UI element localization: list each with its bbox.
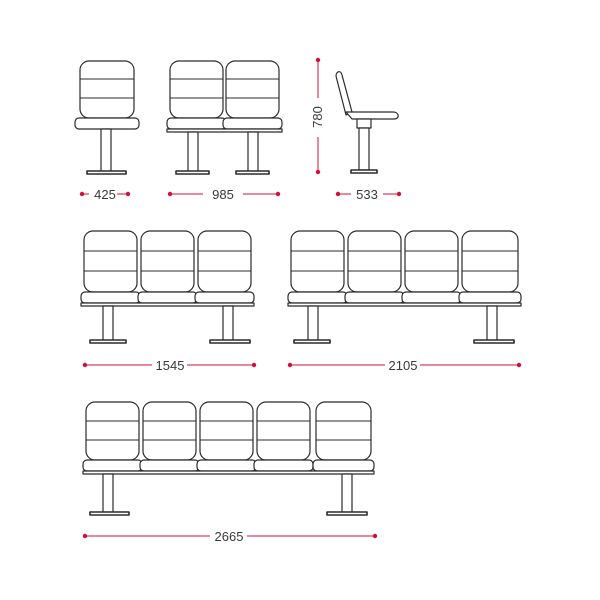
dimension-label: 1545 bbox=[156, 358, 185, 373]
dimension-425: 425 bbox=[79, 187, 131, 202]
single-seat-view bbox=[74, 60, 140, 175]
seat-back-2 bbox=[347, 230, 402, 293]
seat-back-4 bbox=[256, 401, 311, 461]
dimension-label: 425 bbox=[94, 187, 116, 202]
side-foot bbox=[350, 169, 378, 174]
seat-cushion-4 bbox=[253, 459, 314, 472]
dimension-2105: 2105 bbox=[287, 358, 522, 373]
dimension-2665: 2665 bbox=[82, 529, 378, 544]
seat-cushion-1 bbox=[80, 291, 141, 304]
bench-beam bbox=[82, 470, 375, 475]
seat-cushion-3 bbox=[196, 459, 257, 472]
bench-leg-left bbox=[102, 473, 114, 514]
seat-cushion-1 bbox=[166, 117, 227, 130]
dimension-label: 985 bbox=[212, 187, 234, 202]
seat-cushion-4 bbox=[458, 291, 522, 304]
seat-back-2 bbox=[140, 230, 195, 293]
bench-foot-left bbox=[293, 339, 331, 344]
seat-back-1 bbox=[169, 60, 224, 119]
triple-seat-view bbox=[80, 230, 255, 344]
bench-foot-right bbox=[326, 511, 368, 516]
seat-leg bbox=[100, 128, 112, 173]
bench-foot-right bbox=[473, 339, 515, 344]
bench-beam bbox=[287, 302, 522, 307]
seat-cushion-1 bbox=[287, 291, 348, 304]
bench-beam bbox=[80, 302, 255, 307]
bench-leg-right bbox=[222, 305, 234, 342]
seat-cushion-3 bbox=[401, 291, 462, 304]
dimension-label: 780 bbox=[310, 106, 325, 128]
bench-beam bbox=[166, 128, 283, 133]
bench-leg-left bbox=[102, 305, 114, 342]
bench-foot-left bbox=[175, 170, 210, 175]
seat-back-3 bbox=[197, 230, 252, 293]
dimension-985: 985 bbox=[167, 187, 281, 202]
seat-cushion-2 bbox=[344, 291, 405, 304]
bench-leg-right bbox=[247, 131, 259, 173]
seat-cushion-1 bbox=[82, 459, 143, 472]
side-bracket bbox=[356, 118, 372, 129]
dimension-1545: 1545 bbox=[82, 358, 257, 373]
side-backrest bbox=[335, 71, 353, 116]
bench-foot-left bbox=[89, 511, 130, 516]
bench-foot-right bbox=[235, 170, 270, 175]
side-seat bbox=[345, 111, 399, 120]
quad-seat-view bbox=[287, 230, 522, 344]
seat-cushion-2 bbox=[137, 291, 198, 304]
seat-cushion-5 bbox=[312, 459, 375, 472]
seat-foot bbox=[86, 170, 127, 175]
dimension-label: 533 bbox=[356, 187, 378, 202]
seat-back-3 bbox=[404, 230, 459, 293]
seat-back-1 bbox=[83, 230, 138, 293]
bench-leg-left bbox=[307, 305, 319, 342]
seat-back-4 bbox=[461, 230, 519, 293]
bench-foot-left bbox=[89, 339, 127, 344]
dimension-label: 2105 bbox=[389, 358, 418, 373]
bench-leg-right bbox=[341, 473, 353, 514]
seat-cushion-2 bbox=[139, 459, 200, 472]
seat-back-1 bbox=[290, 230, 345, 293]
bench-foot-right bbox=[209, 339, 251, 344]
side-leg bbox=[358, 127, 370, 171]
double-seat-view bbox=[166, 60, 283, 175]
seat-back-2 bbox=[225, 60, 280, 119]
bench-leg-right bbox=[486, 305, 498, 342]
seat-back-5 bbox=[315, 401, 372, 461]
seat-back bbox=[79, 60, 135, 119]
dimension-533: 533 bbox=[335, 187, 402, 202]
seat-back-2 bbox=[142, 401, 197, 461]
seat-cushion-2 bbox=[222, 117, 283, 130]
quint-seat-view bbox=[82, 401, 375, 516]
seat-back-1 bbox=[85, 401, 140, 461]
dimension-780: 780 bbox=[310, 57, 325, 175]
seat-cushion-3 bbox=[194, 291, 255, 304]
side-view bbox=[335, 71, 399, 174]
seat-cushion bbox=[74, 117, 140, 130]
bench-leg-left bbox=[187, 131, 199, 173]
seat-back-3 bbox=[199, 401, 254, 461]
dimension-label: 2665 bbox=[215, 529, 244, 544]
